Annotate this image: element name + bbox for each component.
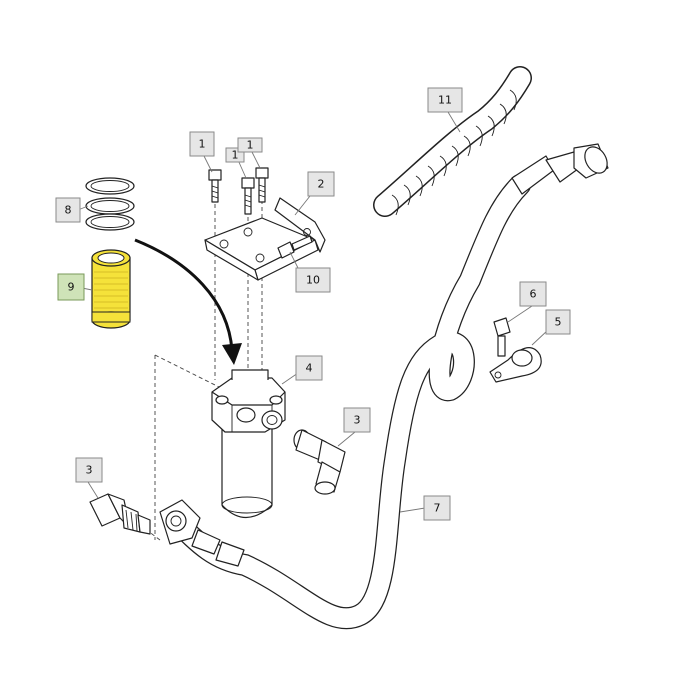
hose-clamp-part-5 <box>489 347 542 383</box>
elbow-fitting-part-3-right <box>293 429 346 495</box>
svg-text:3: 3 <box>354 414 361 427</box>
svg-text:7: 7 <box>434 502 441 515</box>
svg-text:1: 1 <box>199 138 206 151</box>
callout-1a: 1 <box>189 131 215 157</box>
filter-housing-part-4 <box>211 369 286 519</box>
svg-text:4: 4 <box>306 362 313 375</box>
callout-6: 6 <box>519 281 547 307</box>
callout-3-left: 3 <box>75 457 103 483</box>
svg-text:10: 10 <box>306 274 320 287</box>
svg-text:2: 2 <box>318 178 325 191</box>
hose-part-7 <box>159 143 609 630</box>
svg-text:3: 3 <box>86 464 93 477</box>
filter-element-part-9 <box>91 249 131 329</box>
callout-10: 10 <box>295 267 331 293</box>
bolt-part-6 <box>493 317 511 357</box>
seal-rings-part-8 <box>85 177 135 231</box>
leader-lines <box>77 111 549 513</box>
mounting-bracket-part-2 <box>204 197 326 281</box>
callout-11: 11 <box>427 87 463 113</box>
callout-7: 7 <box>423 495 451 521</box>
svg-text:1: 1 <box>232 149 239 162</box>
callout-2: 2 <box>307 171 335 197</box>
install-arrow <box>134 238 242 365</box>
svg-text:5: 5 <box>555 316 562 329</box>
callout-9-highlighted: 9 <box>57 273 85 301</box>
svg-text:1: 1 <box>247 139 254 152</box>
svg-text:11: 11 <box>438 94 452 107</box>
svg-text:9: 9 <box>68 281 75 294</box>
bolts-part-1 <box>208 167 269 215</box>
svg-text:6: 6 <box>530 288 537 301</box>
sensor-fitting-part-3-left <box>89 493 151 535</box>
screw-part-10 <box>277 235 313 259</box>
callout-3-right: 3 <box>343 407 371 433</box>
spiral-guard-part-11 <box>373 66 532 217</box>
svg-text:8: 8 <box>65 204 72 217</box>
callout-1c: 1 <box>237 137 263 153</box>
callout-4: 4 <box>295 355 323 381</box>
callout-8: 8 <box>55 197 81 223</box>
callout-5: 5 <box>545 309 571 335</box>
